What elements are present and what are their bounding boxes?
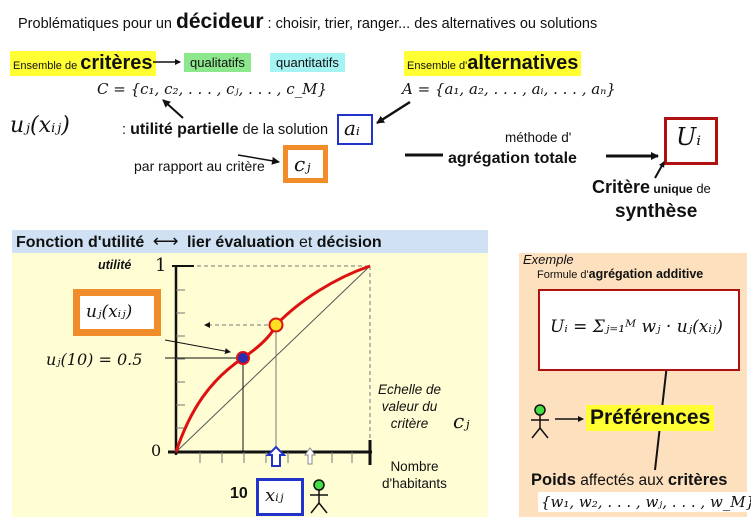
poids-label: Poids — [531, 471, 576, 489]
ai-symbol: aᵢ — [344, 116, 360, 140]
utility-curve — [174, 264, 371, 453]
title-right-c: décision — [316, 234, 382, 251]
criterion-label: par rapport au critère — [134, 158, 265, 174]
alternatives-to-ai-arrow — [376, 100, 411, 125]
tag-quantitative: quantitatifs — [270, 53, 345, 72]
Ui-box: Uᵢ — [664, 117, 718, 165]
example-formula-heading: Formule d'agrégation additive — [537, 265, 703, 283]
scale-cj: cⱼ — [453, 409, 470, 433]
unique-to-Ui-arrow — [654, 161, 665, 179]
scale-label-2: valeur du — [381, 399, 438, 414]
title-left: Fonction d'utilité — [16, 234, 145, 251]
poids-line: Poids affectés aux critères — [531, 471, 728, 490]
utility-function-title: Fonction d'utilité ⟷ lier évaluation et … — [16, 231, 382, 252]
example-formula-label: Formule d' — [537, 269, 589, 281]
criteres-label: critères — [667, 471, 728, 489]
criteria-heading: Ensemble de critères — [10, 51, 156, 76]
critere-label: Critère — [592, 177, 651, 197]
header-line: Problématiques pour un décideur : choisi… — [18, 10, 597, 34]
example-formula-box: Uᵢ = Σⱼ₌₁ᴹ wⱼ · uⱼ(xᵢⱼ) — [538, 289, 740, 371]
x-axis-label-2: d'habitants — [382, 476, 447, 491]
y-axis-label: utilité — [98, 258, 132, 272]
scale-label-3: critère — [390, 416, 429, 431]
utility-symbol: uⱼ(xᵢⱼ) — [10, 113, 70, 138]
x-axis-label: Nombre d'habitants — [382, 458, 447, 492]
xij-symbol: xᵢⱼ — [265, 485, 284, 506]
y-zero-label: 0 — [151, 441, 162, 460]
scale-label-1: Echelle de — [378, 382, 442, 397]
title-right-a: lier évaluation — [186, 234, 295, 251]
utility-function-titlebar — [12, 230, 488, 253]
cj-box: cⱼ — [283, 145, 328, 183]
uj-box: uⱼ(xᵢⱼ) — [73, 289, 161, 336]
utility-rest: de la solution — [238, 122, 329, 138]
synthesis-criterion: Critère unique de — [592, 177, 711, 198]
affectes-label: affectés aux — [575, 472, 668, 489]
alternatives-heading: Ensemble d'alternatives — [404, 51, 582, 76]
unique-label: unique — [650, 182, 693, 196]
utility-partial-line: : utilité partielle de la solution — [122, 121, 328, 139]
xij-box: xᵢⱼ — [256, 478, 304, 516]
header-suffix: : choisir, trier, ranger... des alternat… — [263, 16, 598, 32]
preferences-label: Préférences — [586, 405, 715, 431]
cj-arrow — [237, 154, 280, 165]
uj-label-to-curve-arrow — [164, 339, 231, 355]
de-label: de — [692, 181, 711, 196]
criteria-ensemble-label: Ensemble de — [13, 60, 81, 72]
alternatives-set-formula: A = {a₁, a₂, . . . , aᵢ, . . . , aₙ} — [402, 80, 616, 98]
criteria-to-utility-arrow — [162, 99, 184, 119]
header-prefix: Problématiques pour un — [18, 16, 176, 32]
utility-bold-label: utilité partielle — [130, 121, 239, 138]
alternatives-ensemble-label: Ensemble d' — [407, 60, 468, 72]
point-xij — [268, 317, 284, 333]
weights-set: {w₁, w₂, . . . , wⱼ, . . . , w_M} — [538, 492, 751, 512]
stick-figure-chart — [310, 479, 328, 514]
title-right-b: et — [294, 234, 317, 251]
title-arrows: ⟷ — [152, 231, 179, 251]
method-bold: agrégation totale — [448, 150, 577, 167]
ai-box: aᵢ — [337, 114, 373, 145]
ten-label: 10 — [230, 485, 248, 502]
synthese-label: synthèse — [615, 201, 698, 222]
Ui-symbol: Uᵢ — [676, 123, 702, 151]
chart-diagonal — [175, 265, 371, 453]
example-formula: Uᵢ = Σⱼ₌₁ᴹ wⱼ · uⱼ(xᵢⱼ) — [550, 317, 723, 337]
small-up-arrow — [304, 447, 316, 465]
method-label: méthode d' — [505, 130, 572, 145]
stick-figure-example — [531, 404, 549, 439]
header-decideur: décideur — [176, 10, 264, 33]
scale-label: Echelle de valeur du critère — [378, 381, 441, 432]
criteria-title: critères — [80, 52, 153, 74]
cj-symbol: cⱼ — [294, 152, 311, 176]
uj-box-symbol: uⱼ(xᵢⱼ) — [86, 302, 133, 322]
point-uj10 — [236, 351, 250, 365]
y-one-label: 1 — [155, 255, 167, 276]
utility-colon: : — [122, 122, 127, 138]
x-axis-label-1: Nombre — [390, 459, 439, 474]
utility-function-panel — [12, 230, 488, 517]
alternatives-title: alternatives — [467, 52, 579, 74]
chart-y-ticks — [176, 289, 185, 429]
example-label: Exemple — [523, 252, 574, 267]
tag-qualitative: qualitatifs — [184, 53, 251, 72]
xij-up-arrow — [265, 445, 287, 467]
criteria-set-formula: C = {c₁, c₂, . . . , cⱼ, . . . , c_M} — [97, 80, 328, 98]
example-formula-bold: agrégation additive — [588, 267, 704, 281]
uj10-label: uⱼ(10) = 0.5 — [46, 350, 143, 369]
